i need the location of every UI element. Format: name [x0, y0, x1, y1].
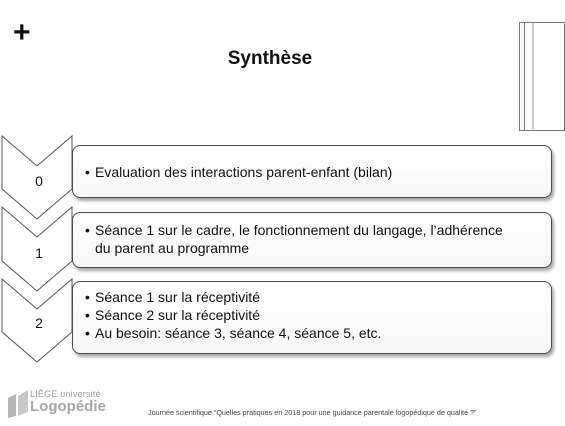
step-0-bullet-1: Evaluation des interactions parent-enfan…: [85, 163, 551, 181]
step-1-bullet-1: Séance 1 sur le cadre, le fonctionnement…: [85, 221, 515, 257]
slide-title: Synthèse: [227, 48, 313, 69]
step-2-bullet-3: Au besoin: séance 3, séance 4, séance 5,…: [85, 324, 551, 342]
step-2-bullet-1: Séance 1 sur la réceptivité: [85, 288, 551, 306]
university-logo-icon: [8, 390, 28, 418]
step-box-0: Evaluation des interactions parent-enfan…: [72, 145, 552, 198]
step-number-2: 2: [35, 315, 43, 331]
plus-sign: +: [13, 16, 31, 49]
step-number-0: 0: [35, 173, 43, 189]
corner-decoration: [519, 22, 565, 131]
logo-university-text: LIÈGE université: [30, 389, 101, 399]
step-number-1: 1: [35, 245, 43, 261]
logo-logopedie-text: Logopédie: [30, 398, 106, 415]
step-2-bullet-2: Séance 2 sur la réceptivité: [85, 306, 551, 324]
footer-caption: Journée scientifique “Quelles pratiques …: [148, 408, 477, 417]
step-box-1: Séance 1 sur le cadre, le fonctionnement…: [72, 212, 552, 268]
step-chevrons: [1, 134, 73, 363]
step-box-2: Séance 1 sur la réceptivité Séance 2 sur…: [72, 281, 552, 354]
